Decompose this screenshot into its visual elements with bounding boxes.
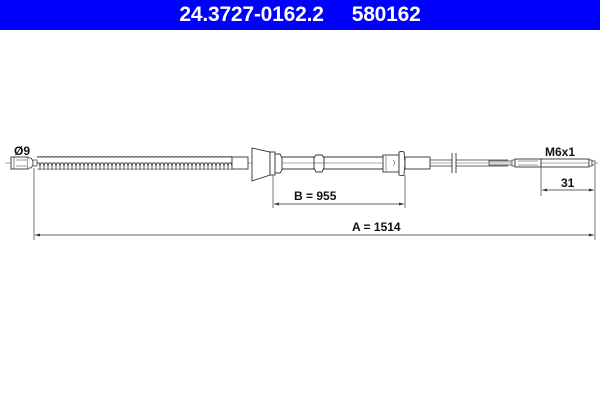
dimension-b-label: B = 955 — [294, 189, 337, 203]
dimension-31 — [542, 188, 594, 192]
thread-label: M6x1 — [545, 145, 575, 159]
part-number: 24.3727-0162.2 — [179, 3, 324, 26]
title-bar: 24.3727-0162.2 580162 — [0, 0, 600, 30]
dimension-31-label: 31 — [561, 176, 575, 190]
diameter-label: Ø9 — [14, 144, 30, 158]
spring-conduit — [37, 156, 232, 170]
dimension-b — [274, 202, 404, 206]
ferrule — [231, 156, 249, 170]
dimension-a — [35, 233, 594, 237]
reference-number: 580162 — [351, 3, 421, 26]
break-symbol — [451, 153, 457, 173]
cone-grommet — [251, 147, 271, 182]
middle-nut — [313, 154, 325, 173]
left-end-fitting — [10, 156, 38, 170]
dimension-a-label: A = 1514 — [352, 220, 401, 234]
adjuster-housing — [382, 151, 431, 176]
threaded-end-m6 — [511, 158, 596, 168]
